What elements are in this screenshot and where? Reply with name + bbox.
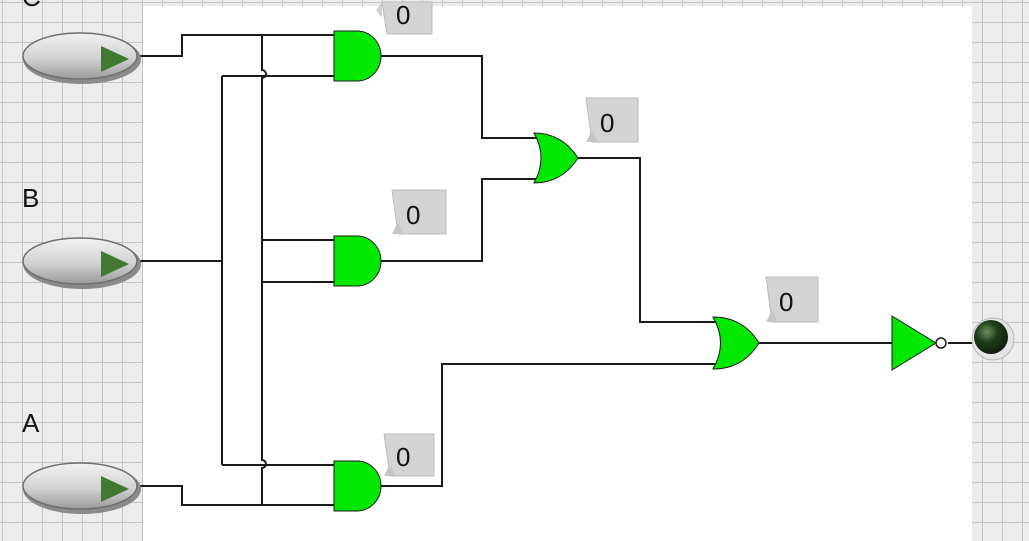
gate-value: 0 xyxy=(396,0,410,30)
value-badge-and1: 0 xyxy=(376,0,433,35)
gate-value: 0 xyxy=(600,108,614,138)
switch-b[interactable] xyxy=(22,237,141,289)
wire-c-down xyxy=(261,35,267,505)
wire-and2-or1 xyxy=(380,178,540,262)
value-badge-and2: 0 xyxy=(391,189,447,235)
wire-a xyxy=(140,485,336,506)
and-gate-3[interactable] xyxy=(333,460,382,512)
play-arrow-icon xyxy=(101,476,129,502)
switch-c[interactable] xyxy=(22,32,141,84)
and-gate-2[interactable] xyxy=(333,235,382,287)
or-gate-1[interactable] xyxy=(533,132,579,184)
play-arrow-icon xyxy=(101,251,129,277)
or-gate-2[interactable] xyxy=(712,316,760,370)
gate-value: 0 xyxy=(779,287,793,317)
not-gate[interactable] xyxy=(891,315,947,371)
input-label-a: A xyxy=(22,408,40,438)
wire-and1-or1 xyxy=(380,55,540,139)
input-label-b: B xyxy=(22,183,39,213)
switch-a[interactable] xyxy=(22,462,141,514)
play-arrow-icon xyxy=(101,46,129,72)
wire-or1-or2 xyxy=(578,157,720,323)
wires xyxy=(140,34,978,506)
value-badge-or2: 0 xyxy=(765,276,819,323)
and-gate-1[interactable] xyxy=(333,30,382,82)
output-led xyxy=(971,317,1015,361)
input-label-c: C xyxy=(22,0,41,12)
value-badge-and3: 0 xyxy=(383,433,435,477)
wire-c xyxy=(140,34,336,57)
value-badge-or1: 0 xyxy=(585,97,639,143)
gate-value: 0 xyxy=(396,442,410,472)
gate-value: 0 xyxy=(406,200,420,230)
work-panel xyxy=(143,6,972,541)
wire-and3-or2 xyxy=(380,363,720,487)
